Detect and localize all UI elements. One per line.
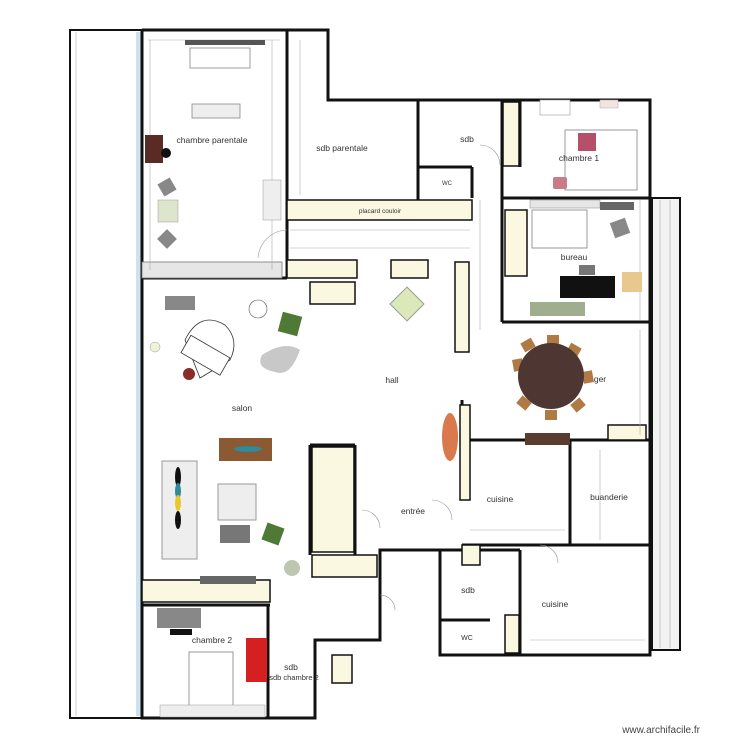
room-label-cuisine-2: cuisine — [542, 599, 569, 609]
room-label-bureau: bureau — [561, 252, 588, 262]
room-label-wc: WC — [442, 181, 453, 187]
placard-couloir — [286, 199, 473, 221]
room-label-cuisine: cuisine — [487, 494, 514, 504]
dining-table — [512, 335, 594, 420]
balcony-left-glass — [136, 32, 141, 716]
green-armchair — [277, 311, 303, 337]
placard-bureau — [504, 209, 528, 277]
room-label-placard-couloir: placard couloir — [359, 208, 402, 215]
room-label-sdb-parentale: sdb parentale — [316, 143, 368, 153]
balcony-left — [69, 29, 143, 719]
desk — [560, 276, 615, 298]
room-label-sdb-chambre-2: sdb — [284, 662, 298, 672]
placard-chambre-1 — [502, 101, 520, 167]
room-label-hall: hall — [385, 375, 398, 385]
room-label-sdb: sdb — [460, 134, 474, 144]
armchair-icon — [157, 177, 177, 197]
room-label-chambre-parentale: chambre parentale — [177, 135, 248, 145]
room-label-salon: salon — [232, 403, 253, 413]
red-furniture — [246, 638, 267, 682]
room-label-chambre-1: chambre 1 — [559, 153, 599, 163]
room-label-entree: entrée — [401, 506, 425, 516]
room-label-sdb-chambre-2-full: sdb chambre 2 — [269, 673, 319, 682]
room-label-buanderie: buanderie — [590, 492, 628, 502]
room-label-chambre-2: chambre 2 — [192, 635, 232, 645]
room-label-sdb-bottom: sdb — [461, 585, 475, 595]
balcony-right — [651, 197, 681, 651]
watermark: www.archifacile.fr — [622, 725, 700, 736]
room-label-manger: ger — [594, 374, 606, 384]
room-label-wc-bottom: WC — [461, 635, 473, 642]
